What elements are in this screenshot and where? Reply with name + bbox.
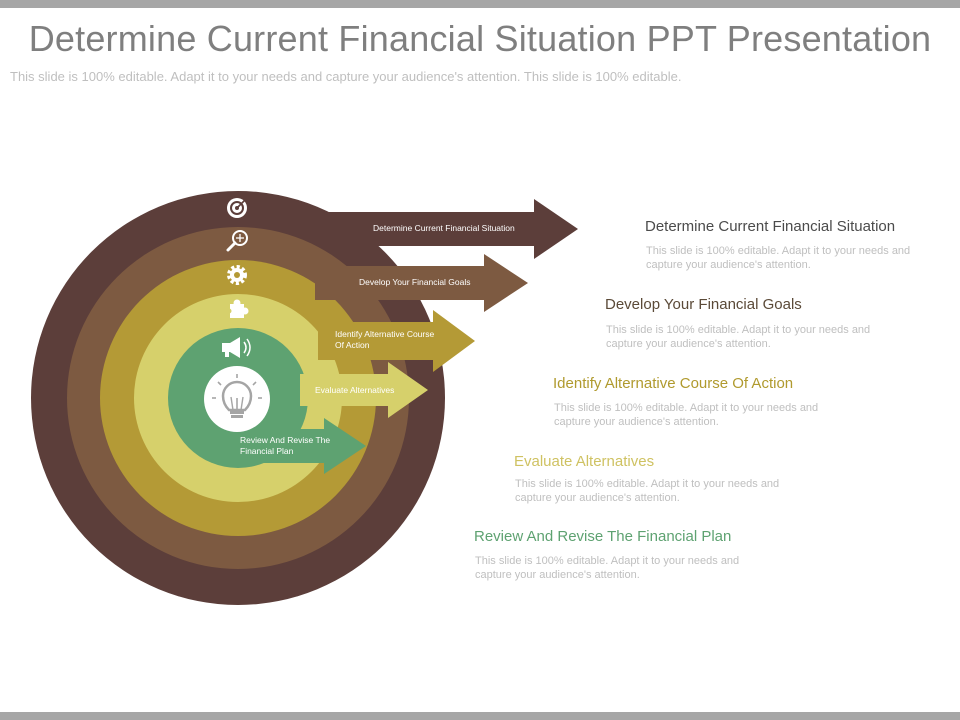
magnifier-icon bbox=[226, 230, 248, 252]
arrow-label-review-line1: Review And Revise The bbox=[240, 435, 330, 445]
arrow-label-determine: Determine Current Financial Situation bbox=[373, 223, 515, 233]
step-desc-identify: This slide is 100% editable. Adapt it to… bbox=[554, 402, 819, 428]
arrow-determine-situation bbox=[318, 199, 578, 259]
arrow-label-review-line2: Financial Plan bbox=[240, 446, 294, 456]
arrow-label-identify-line1: Identify Alternative Course bbox=[335, 329, 434, 339]
lightbulb-icon bbox=[204, 366, 270, 432]
step-desc-review: This slide is 100% editable. Adapt it to… bbox=[475, 555, 740, 581]
step-heading-evaluate: Evaluate Alternatives bbox=[514, 453, 655, 470]
arrow-label-evaluate: Evaluate Alternatives bbox=[315, 385, 394, 395]
arrow-identify-alternatives bbox=[318, 310, 475, 372]
arrow-develop-goals bbox=[315, 254, 528, 312]
arrow-evaluate-alternatives bbox=[300, 362, 428, 418]
step-desc-determine: This slide is 100% editable. Adapt it to… bbox=[646, 245, 911, 271]
megaphone-icon bbox=[222, 337, 251, 358]
step-heading-review: Review And Revise The Financial Plan bbox=[474, 528, 732, 545]
puzzle-icon bbox=[226, 299, 249, 318]
step-heading-develop: Develop Your Financial Goals bbox=[605, 296, 802, 313]
step-heading-identify: Identify Alternative Course Of Action bbox=[553, 375, 794, 392]
arrow-label-identify-line2: Of Action bbox=[335, 340, 370, 350]
arrow-review-plan bbox=[220, 418, 366, 474]
arrow-label-develop: Develop Your Financial Goals bbox=[359, 277, 471, 287]
target-icon bbox=[227, 198, 247, 218]
top-border bbox=[0, 0, 960, 8]
page-title: Determine Current Financial Situation PP… bbox=[28, 18, 932, 59]
step-desc-evaluate: This slide is 100% editable. Adapt it to… bbox=[515, 478, 780, 504]
page-subtitle: This slide is 100% editable. Adapt it to… bbox=[10, 69, 682, 84]
bottom-border bbox=[0, 712, 960, 720]
step-heading-determine: Determine Current Financial Situation bbox=[645, 218, 896, 235]
step-desc-develop: This slide is 100% editable. Adapt it to… bbox=[606, 324, 871, 350]
gear-icon bbox=[227, 265, 247, 285]
